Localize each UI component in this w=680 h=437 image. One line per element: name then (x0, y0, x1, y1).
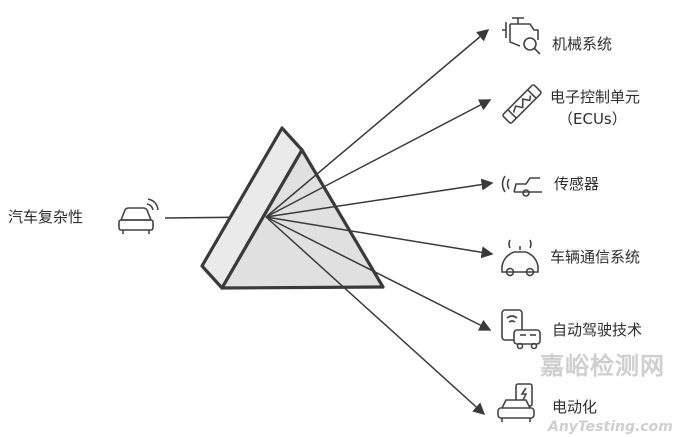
output-label-ecu: 电子控制单元 (550, 88, 641, 106)
ray-arrow (265, 216, 494, 259)
prism (200, 126, 385, 290)
source-label: 汽车复杂性 (8, 208, 84, 226)
ray-arrow (265, 99, 492, 218)
output-label-autonomous: 自动驾驶技术 (552, 321, 643, 339)
output-label-mechanical: 机械系统 (552, 35, 613, 53)
electric-car-icon (497, 383, 535, 422)
ray-arrow (265, 216, 492, 331)
ray-arrow (265, 29, 490, 218)
autonomous-phone-car-icon (501, 309, 541, 350)
engine-inspect-icon (502, 17, 541, 55)
output-label-communication: 车辆通信系统 (550, 248, 641, 266)
output-sublabel-ecu: （ECUs） (558, 110, 627, 128)
car-sensor-icon (501, 175, 542, 197)
car-communication-icon (501, 239, 539, 277)
ecu-chip-icon (502, 84, 542, 124)
ray-arrow (265, 216, 486, 416)
output-label-sensors: 传感器 (554, 175, 600, 193)
output-label-electrification: 电动化 (552, 398, 598, 416)
watermark-text: 嘉峪检测网 (540, 352, 665, 380)
connected-car-icon (118, 198, 159, 234)
ray-arrow (265, 178, 494, 218)
watermark-url: AnyTesting.com (548, 419, 673, 435)
